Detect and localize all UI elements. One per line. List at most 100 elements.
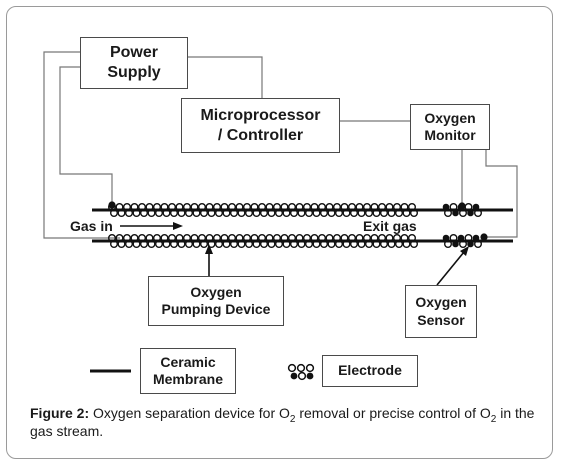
electrode-coil: [305, 239, 314, 248]
electrode-coil: [395, 208, 404, 217]
gas-in-arrowhead: [173, 222, 183, 230]
caption-text-3: in the gas stream.: [30, 405, 535, 440]
electrode-coil: [169, 208, 178, 217]
electrode-coil: [410, 208, 419, 217]
electrode-coil: [350, 208, 359, 217]
electrode-coil: [457, 234, 465, 242]
electrode-coil: [402, 239, 411, 248]
electrode-coil: [410, 239, 419, 248]
electrode-coil: [154, 208, 163, 217]
electrode-coil: [467, 209, 474, 217]
electrode-coil: [184, 208, 193, 217]
electrode-coil: [452, 209, 459, 217]
electrode-coil: [260, 239, 269, 248]
oxygen-sensor-box: Oxygen Sensor: [405, 285, 477, 338]
electrode-coil: [222, 208, 231, 217]
electrode-coil: [132, 239, 141, 248]
electrode-coil: [305, 208, 314, 217]
electrode-coil: [237, 239, 246, 248]
power-supply-box: Power Supply: [80, 37, 188, 89]
electrode-coil: [275, 239, 284, 248]
electrode-coil: [365, 239, 374, 248]
figure-caption: Figure 2: Oxygen separation device for O…: [30, 404, 535, 441]
electrode-coil: [444, 208, 453, 217]
electrode-coil: [199, 208, 208, 217]
connection-dot-monitor: [458, 202, 466, 210]
electrode-coil: [442, 203, 450, 211]
electrode-coil: [290, 239, 299, 248]
electrode-coil: [290, 208, 299, 217]
electrode-coil: [472, 234, 480, 242]
electrode-coil: [452, 240, 459, 248]
electrode-coil: [357, 239, 366, 248]
oxygen-pumping-device-box: Oxygen Pumping Device: [148, 276, 284, 326]
sensor-arrowhead: [460, 246, 469, 256]
electrode-coil: [244, 239, 253, 248]
electrode-coil: [252, 208, 261, 217]
caption-sub-1: 2: [289, 413, 296, 425]
electrode-legend-box: Electrode: [322, 355, 418, 387]
electrode-coil: [320, 239, 329, 248]
electrode-coil: [474, 208, 483, 217]
electrode-coil: [372, 208, 381, 217]
electrode-coil: [275, 208, 284, 217]
electrode-coil: [387, 208, 396, 217]
electrode-coil: [207, 208, 216, 217]
electrode-coil: [380, 208, 389, 217]
electrode-coil: [147, 208, 156, 217]
electrode-coil: [117, 208, 126, 217]
electrode-coil: [207, 239, 216, 248]
electrode-coil: [449, 202, 458, 211]
electrode-coil: [139, 239, 148, 248]
gas-in-label: Gas in: [70, 218, 113, 234]
electrode-coil: [222, 239, 231, 248]
electrode-coil: [402, 208, 411, 217]
electrode-coil: [444, 239, 453, 248]
electrode-coil: [260, 208, 269, 217]
electrode-coil: [214, 239, 223, 248]
sensor-arrow: [436, 251, 465, 286]
electrode-coil: [282, 239, 291, 248]
electrode-coil: [459, 208, 468, 217]
electrode-coil: [252, 239, 261, 248]
electrode-coil: [395, 239, 404, 248]
electrode-coil: [124, 239, 133, 248]
wire-power-left-outer: [43, 51, 120, 239]
electrode-coil: [327, 239, 336, 248]
electrode-coil: [297, 208, 306, 217]
electrode-coil: [154, 239, 163, 248]
electrode-coil: [177, 239, 186, 248]
connection-dot-power: [108, 201, 116, 209]
electrode-coil: [350, 239, 359, 248]
electrode-coil: [320, 208, 329, 217]
electrode-coil: [132, 208, 141, 217]
connection-dot-sensor: [480, 233, 488, 241]
microprocessor-controller-box: Microprocessor / Controller: [181, 98, 340, 153]
electrode-coil: [192, 208, 201, 217]
electrode-coil: [449, 233, 458, 242]
legend-electrode-icon: [287, 363, 315, 381]
caption-sub-2: 2: [490, 413, 497, 425]
electrode-coil: [109, 239, 118, 248]
electrode-coil: [124, 208, 133, 217]
electrode-coil: [177, 208, 186, 217]
wire-monitor-to-sensor: [484, 150, 518, 238]
electrode-coil: [139, 208, 148, 217]
exit-gas-label: Exit gas: [363, 218, 417, 234]
electrode-coil: [380, 239, 389, 248]
electrode-coil: [117, 239, 126, 248]
electrode-coil: [335, 239, 344, 248]
electrode-coil: [312, 239, 321, 248]
ceramic-membrane-legend-box: Ceramic Membrane: [140, 348, 236, 394]
electrode-coil: [192, 239, 201, 248]
electrode-coil: [199, 239, 208, 248]
electrode-coil: [237, 208, 246, 217]
electrode-coil: [109, 208, 118, 217]
electrode-coil: [184, 239, 193, 248]
electrode-coil: [162, 239, 171, 248]
electrode-coil: [467, 240, 474, 248]
electrode-coil: [464, 233, 473, 242]
electrode-coil: [474, 239, 483, 248]
electrode-coil: [147, 239, 156, 248]
